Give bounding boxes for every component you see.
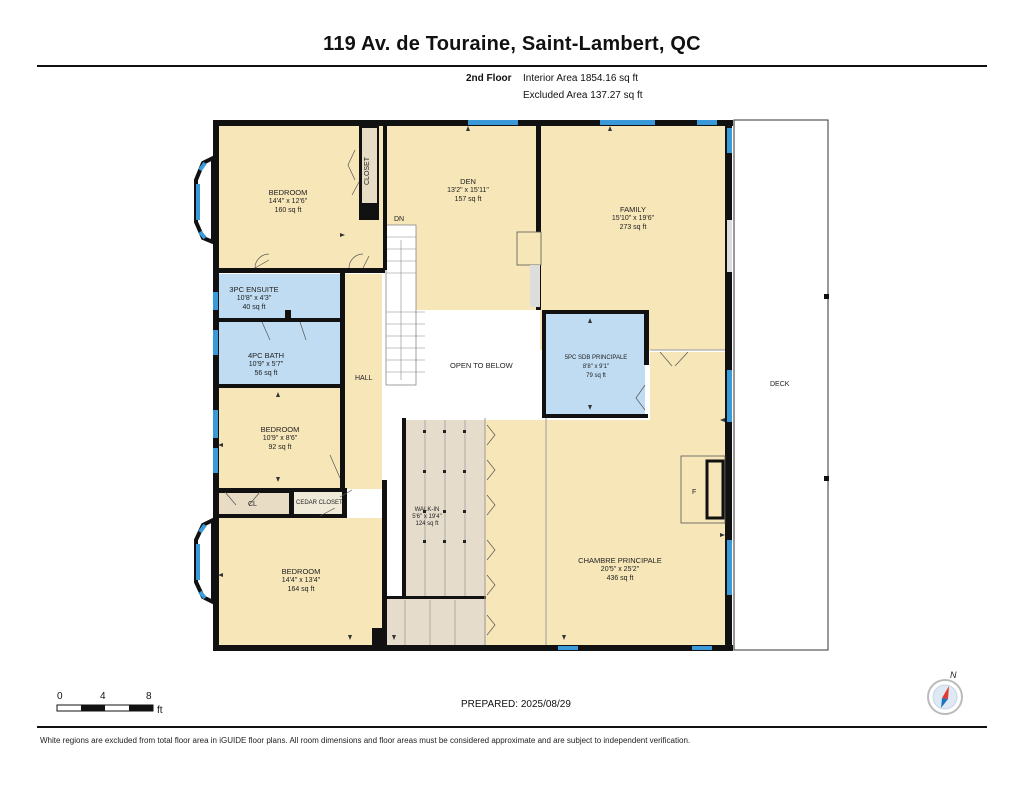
scale-tick-8: 8 — [146, 691, 152, 702]
deck-label: DECK — [770, 381, 790, 388]
scale-tick-4: 4 — [100, 691, 106, 702]
compass-icon — [927, 679, 963, 715]
bath-room — [218, 322, 340, 384]
fireplace — [680, 455, 726, 524]
hall-room — [345, 274, 382, 489]
open-to-below-label: OPEN TO BELOW — [450, 361, 513, 370]
footer-rule — [37, 726, 987, 728]
chambre-room — [485, 420, 725, 645]
scale-unit: ft — [157, 705, 163, 716]
prepared-date: PREPARED: 2025/08/29 — [461, 699, 571, 710]
cedar-room — [294, 492, 342, 516]
scale-bar — [56, 704, 154, 712]
fireplace-label: F — [692, 489, 697, 496]
bedroom3-room — [218, 518, 382, 645]
bedroom1-room — [218, 125, 383, 270]
footer-disclaimer: White regions are excluded from total fl… — [40, 736, 691, 745]
hall-label: HALL — [355, 375, 373, 382]
scale-tick-0: 0 — [57, 691, 63, 702]
cedar-closet-label: CEDAR CLOSET — [296, 500, 343, 506]
closet-label: CLOSET — [364, 156, 371, 185]
compass-north-label: N — [950, 670, 957, 680]
excluded-area: Excluded Area 137.27 sq ft — [523, 90, 643, 101]
interior-area: Interior Area 1854.16 sq ft — [523, 73, 639, 84]
bedroom2-room — [218, 388, 340, 488]
cl-label: CL — [248, 501, 257, 508]
ensuite-room — [218, 274, 340, 319]
floor-label: 2nd Floor — [466, 73, 512, 84]
header-rule — [37, 65, 987, 67]
page-title: 119 Av. de Touraine, Saint-Lambert, QC — [323, 33, 701, 55]
cl-room — [218, 492, 294, 516]
windows — [213, 120, 732, 650]
sdb-room — [545, 313, 645, 415]
dn-label: DN — [394, 216, 405, 223]
deck-area — [733, 119, 829, 651]
